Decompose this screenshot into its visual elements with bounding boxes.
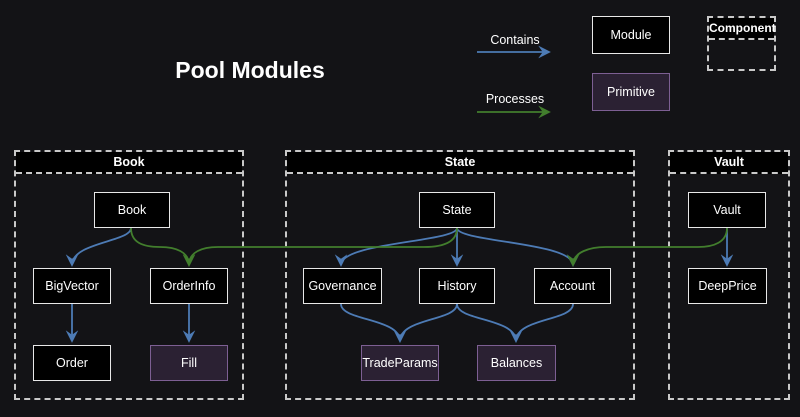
node-account: Account: [534, 268, 611, 304]
legend-contains-label: Contains: [490, 33, 540, 47]
state-container-title: State: [287, 152, 633, 174]
node-history-label: History: [437, 279, 477, 293]
legend-primitive-label: Primitive: [607, 85, 655, 99]
node-orderinfo: OrderInfo: [150, 268, 228, 304]
edge-book-orderinfo: [130, 227, 196, 267]
edge-account-balances: [509, 303, 574, 343]
legend-component-swatch: Component: [707, 16, 776, 71]
edge-state-account: [456, 227, 580, 267]
node-state-label: State: [442, 203, 472, 217]
node-book: Book: [94, 192, 170, 228]
legend-processes-label: Processes: [485, 92, 545, 106]
edge-book-bigvector: [65, 227, 132, 267]
node-bigvector: BigVector: [33, 268, 111, 304]
legend-component-label: Component: [709, 18, 776, 40]
node-balances: Balances: [477, 345, 556, 381]
node-order-label: Order: [56, 356, 88, 370]
node-bigvector-label: BigVector: [45, 279, 99, 293]
node-state: State: [419, 192, 495, 228]
legend-primitive-swatch: Primitive: [592, 73, 670, 111]
node-account-label: Account: [549, 279, 596, 293]
vault-container: Vault: [668, 150, 790, 400]
node-book-label: Book: [117, 203, 147, 217]
legend-module-swatch: Module: [592, 16, 670, 54]
node-balances-label: Balances: [490, 356, 543, 370]
edge-vault-account: [566, 227, 728, 267]
node-tradeparams: TradeParams: [361, 345, 439, 381]
node-deepprice: DeepPrice: [688, 268, 767, 304]
node-fill: Fill: [150, 345, 228, 381]
node-governance: Governance: [303, 268, 382, 304]
node-orderinfo-label: OrderInfo: [162, 279, 216, 293]
legend-module-label: Module: [610, 28, 652, 42]
edge-history-balances: [456, 303, 523, 343]
state-container: State: [285, 150, 635, 400]
edge-state-orderinfo: [182, 227, 458, 267]
page-title: Pool Modules: [175, 57, 325, 83]
vault-container-title: Vault: [670, 152, 788, 174]
node-vault: Vault: [688, 192, 766, 228]
book-container: Book: [14, 150, 244, 400]
edge-history-tradeparams: [393, 303, 458, 343]
node-governance-label: Governance: [308, 279, 377, 293]
node-deepprice-label: DeepPrice: [698, 279, 757, 293]
book-container-title: Book: [16, 152, 242, 174]
node-tradeparams-label: TradeParams: [362, 356, 438, 370]
edge-state-governance: [334, 227, 458, 267]
node-history: History: [419, 268, 495, 304]
edge-governance-tradeparams: [340, 303, 407, 343]
node-order: Order: [33, 345, 111, 381]
node-fill-label: Fill: [181, 356, 197, 370]
node-vault-label: Vault: [713, 203, 741, 217]
